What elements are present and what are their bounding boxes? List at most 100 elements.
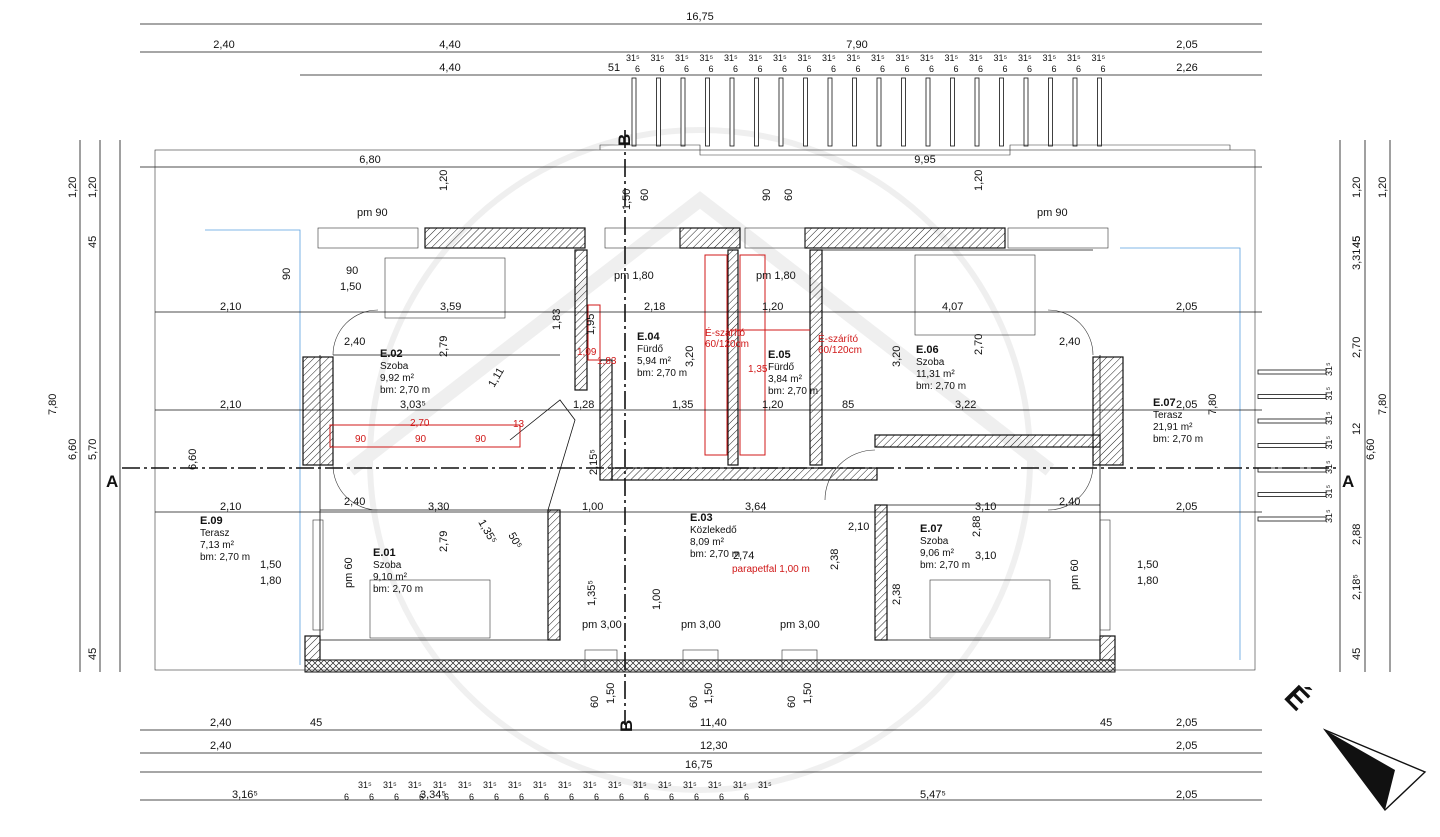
svg-text:60: 60 bbox=[639, 189, 651, 201]
svg-text:1,35: 1,35 bbox=[672, 399, 693, 411]
svg-text:6,60: 6,60 bbox=[1365, 439, 1377, 460]
svg-text:3,64: 3,64 bbox=[745, 501, 766, 513]
svg-text:11,40: 11,40 bbox=[700, 717, 727, 729]
svg-text:4,07: 4,07 bbox=[942, 301, 963, 313]
slat-dim-label: 31⁵ bbox=[1324, 509, 1334, 523]
slat-dim-label: 31⁵ bbox=[433, 780, 447, 790]
svg-text:2,40: 2,40 bbox=[1059, 496, 1080, 508]
svg-text:7,80: 7,80 bbox=[1377, 394, 1389, 415]
svg-text:60/120cm: 60/120cm bbox=[705, 339, 749, 350]
slat-dim-label: 31⁵ bbox=[508, 780, 522, 790]
pergola-slat bbox=[754, 77, 759, 147]
svg-text:2,38: 2,38 bbox=[891, 584, 903, 605]
left-dimensions: 1,20 1,20 45 7,80 6,60 5,70 45 6,60 bbox=[47, 140, 199, 672]
section-b-bottom: B bbox=[617, 720, 636, 732]
svg-text:90: 90 bbox=[415, 434, 427, 445]
svg-text:60: 60 bbox=[783, 189, 795, 201]
slat-dim-label: 31⁵ bbox=[358, 780, 372, 790]
entrance-slat bbox=[1257, 443, 1327, 448]
slat-gap-label: 6 bbox=[1003, 64, 1008, 74]
slat-dim-label: 31⁵ bbox=[758, 780, 772, 790]
entrance-slat bbox=[1257, 492, 1327, 497]
svg-text:1,83: 1,83 bbox=[551, 309, 563, 330]
svg-text:1,80: 1,80 bbox=[260, 575, 281, 587]
room-area: 9,10 m² bbox=[373, 572, 408, 583]
svg-text:1,35⁵: 1,35⁵ bbox=[475, 518, 498, 547]
svg-text:2,79: 2,79 bbox=[438, 336, 450, 357]
svg-text:2,10: 2,10 bbox=[220, 301, 241, 313]
room-area: 21,91 m² bbox=[1153, 422, 1193, 433]
slat-dim-label: 31⁵ bbox=[822, 53, 836, 63]
pergola-slat bbox=[778, 77, 784, 147]
slat-dim-label: 31⁵ bbox=[847, 53, 861, 63]
slat-dim-label: 31⁵ bbox=[1092, 53, 1106, 63]
slat-gap-label: 6 bbox=[494, 792, 499, 802]
svg-text:É-szárító: É-szárító bbox=[705, 326, 745, 339]
svg-text:45: 45 bbox=[310, 717, 322, 729]
svg-text:2,05: 2,05 bbox=[1176, 399, 1197, 411]
svg-text:2,88: 2,88 bbox=[971, 516, 983, 537]
slat-dim-label: 31⁵ bbox=[383, 780, 397, 790]
pergola-slat bbox=[1048, 77, 1053, 147]
room-area: 8,09 m² bbox=[690, 537, 725, 548]
pergola-slat bbox=[876, 77, 882, 147]
svg-text:2,88: 2,88 bbox=[1351, 524, 1363, 545]
svg-text:3,03⁵: 3,03⁵ bbox=[400, 399, 426, 411]
room-area: 9,06 m² bbox=[920, 548, 955, 559]
slat-dim-label: 31⁵ bbox=[1324, 484, 1334, 498]
slat-dim-label: 31⁵ bbox=[700, 53, 714, 63]
room-name: Szoba bbox=[916, 357, 945, 368]
slat-dim-label: 31⁵ bbox=[708, 780, 722, 790]
room-height: bm: 2,70 m bbox=[373, 584, 423, 595]
svg-text:1,20: 1,20 bbox=[762, 399, 783, 411]
right-dimensions: 1,20 1,20 45 3,31 2,70 7,80 7,80 6,60 12… bbox=[1207, 140, 1391, 672]
svg-text:2,05: 2,05 bbox=[1176, 501, 1197, 513]
room-height: bm: 2,70 m bbox=[637, 368, 687, 379]
room-area: 5,94 m² bbox=[637, 356, 672, 367]
section-axes: A A B B bbox=[106, 130, 1354, 732]
room-id: E.05 bbox=[768, 349, 791, 361]
svg-text:1,00: 1,00 bbox=[651, 589, 663, 610]
slat-dim-label: 31⁵ bbox=[458, 780, 472, 790]
svg-text:1,50: 1,50 bbox=[260, 559, 281, 571]
svg-text:1,00: 1,00 bbox=[582, 501, 603, 513]
svg-text:3,16⁵: 3,16⁵ bbox=[232, 789, 258, 801]
slat-gap-label: 6 bbox=[1052, 64, 1057, 74]
slat-dim-label: 31⁵ bbox=[1324, 386, 1334, 400]
room-id: E.09 bbox=[200, 515, 223, 527]
room-id: E.02 bbox=[380, 348, 403, 360]
slat-gap-label: 6 bbox=[733, 64, 738, 74]
slat-gap-label: 6 bbox=[929, 64, 934, 74]
svg-text:3,20: 3,20 bbox=[891, 346, 903, 367]
svg-text:2,40: 2,40 bbox=[344, 336, 365, 348]
slat-gap-label: 6 bbox=[344, 792, 349, 802]
slat-dim-label: 31⁵ bbox=[483, 780, 497, 790]
room-height: bm: 2,70 m bbox=[200, 552, 250, 563]
svg-text:1,20: 1,20 bbox=[87, 177, 99, 198]
svg-text:2,70: 2,70 bbox=[410, 418, 430, 429]
slat-dim-label: 31⁵ bbox=[871, 53, 885, 63]
pergola-slat bbox=[1072, 77, 1078, 147]
svg-text:1,35⁵: 1,35⁵ bbox=[586, 580, 598, 606]
slat-gap-label: 6 bbox=[782, 64, 787, 74]
interior-dimensions: pm 90 pm 90 pm 1,80 pm 1,80 pm 3,00 pm 3… bbox=[155, 170, 1262, 708]
slat-dim-label: 31⁵ bbox=[658, 780, 672, 790]
svg-text:3,30: 3,30 bbox=[428, 501, 449, 513]
svg-text:90: 90 bbox=[355, 434, 367, 445]
svg-text:pm 90: pm 90 bbox=[1037, 207, 1068, 219]
svg-text:2,05: 2,05 bbox=[1176, 789, 1197, 801]
slat-gap-label: 6 bbox=[758, 64, 763, 74]
svg-text:50⁵: 50⁵ bbox=[505, 531, 524, 552]
svg-text:2,74: 2,74 bbox=[733, 550, 754, 562]
slat-dim-label: 31⁵ bbox=[733, 780, 747, 790]
room-area: 11,31 m² bbox=[916, 369, 955, 380]
slat-dim-label: 31⁵ bbox=[749, 53, 763, 63]
pergola-slat bbox=[1023, 77, 1029, 147]
svg-text:2,05: 2,05 bbox=[1176, 740, 1197, 752]
room-id: E.03 bbox=[690, 512, 713, 524]
slat-dim-label: 31⁵ bbox=[583, 780, 597, 790]
svg-text:16,75: 16,75 bbox=[685, 759, 713, 771]
slat-dim-label: 31⁵ bbox=[1043, 53, 1057, 63]
pergola-slat bbox=[974, 77, 980, 147]
